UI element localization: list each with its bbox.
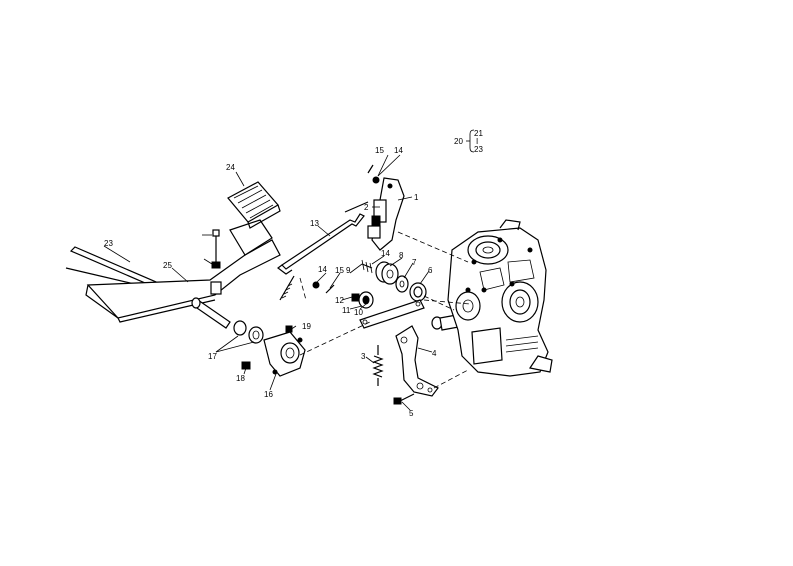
callout-19: 19	[302, 322, 311, 331]
callout-9: 9	[346, 266, 351, 275]
engine-housing	[447, 219, 553, 377]
callout-15-upper: 15	[375, 146, 384, 155]
lower-lever-4	[395, 325, 439, 397]
callout-14-upper: 14	[394, 146, 403, 155]
return-spring-3	[372, 345, 384, 386]
callout-8: 8	[399, 251, 404, 260]
callout-15-lower: 15	[335, 266, 344, 275]
washer-7	[395, 275, 409, 293]
pin-15-lower	[325, 284, 335, 294]
group-note-member-2: I	[476, 137, 478, 146]
bushings-17	[233, 320, 264, 344]
bolt-18	[241, 361, 251, 370]
callout-6: 6	[428, 266, 433, 275]
ring-6	[409, 282, 427, 302]
group-note-member-1: 21	[474, 129, 483, 138]
callout-12: 12	[335, 296, 344, 305]
callout-22: 24	[226, 163, 235, 172]
pivot-bracket-16	[263, 331, 306, 377]
bolt-5	[393, 393, 415, 405]
bolt-24	[210, 229, 222, 295]
callout-3: 3	[361, 352, 366, 361]
callout-14-lower: 14	[318, 265, 327, 274]
callout-5: 5	[409, 409, 414, 418]
callout-16: 16	[264, 390, 273, 399]
group-note-member-3: 23	[474, 145, 483, 154]
callout-21: 23	[104, 239, 113, 248]
spring-9	[361, 259, 373, 274]
group-note: 20 21 I 23	[454, 129, 483, 154]
pedal-lever-arm	[85, 219, 281, 323]
upper-lever-1	[367, 177, 405, 251]
callouts: 23 25 24 13 15 14 1 2 14 15 9 14 8 7 6 1…	[104, 146, 437, 418]
callout-11: 11	[342, 306, 351, 315]
callout-7: 7	[412, 258, 417, 267]
link-plate-11	[359, 299, 425, 329]
callout-1: 1	[414, 193, 419, 202]
pedal-shaft	[191, 297, 231, 329]
nut-12	[351, 293, 360, 302]
clip-14-upper	[372, 176, 380, 184]
gear-10	[358, 291, 374, 309]
pedal-pad	[227, 181, 281, 229]
leader-lines	[103, 154, 433, 411]
callout-23: 25	[163, 261, 172, 270]
callout-13: 13	[310, 219, 319, 228]
clip-14-lower	[312, 281, 320, 289]
hub-8	[375, 261, 399, 285]
spring-pin-left	[279, 275, 295, 301]
linkage-rod-13	[277, 201, 369, 275]
callout-17: 17	[208, 352, 217, 361]
group-note-parent: 20	[454, 137, 463, 146]
callout-18: 18	[236, 374, 245, 383]
assembly-lines	[299, 231, 471, 389]
callout-14-mid: 14	[381, 249, 390, 258]
pin-15-upper	[367, 164, 374, 174]
callout-10: 10	[354, 308, 363, 317]
callout-4: 4	[432, 349, 437, 358]
callout-2: 2	[364, 203, 369, 212]
